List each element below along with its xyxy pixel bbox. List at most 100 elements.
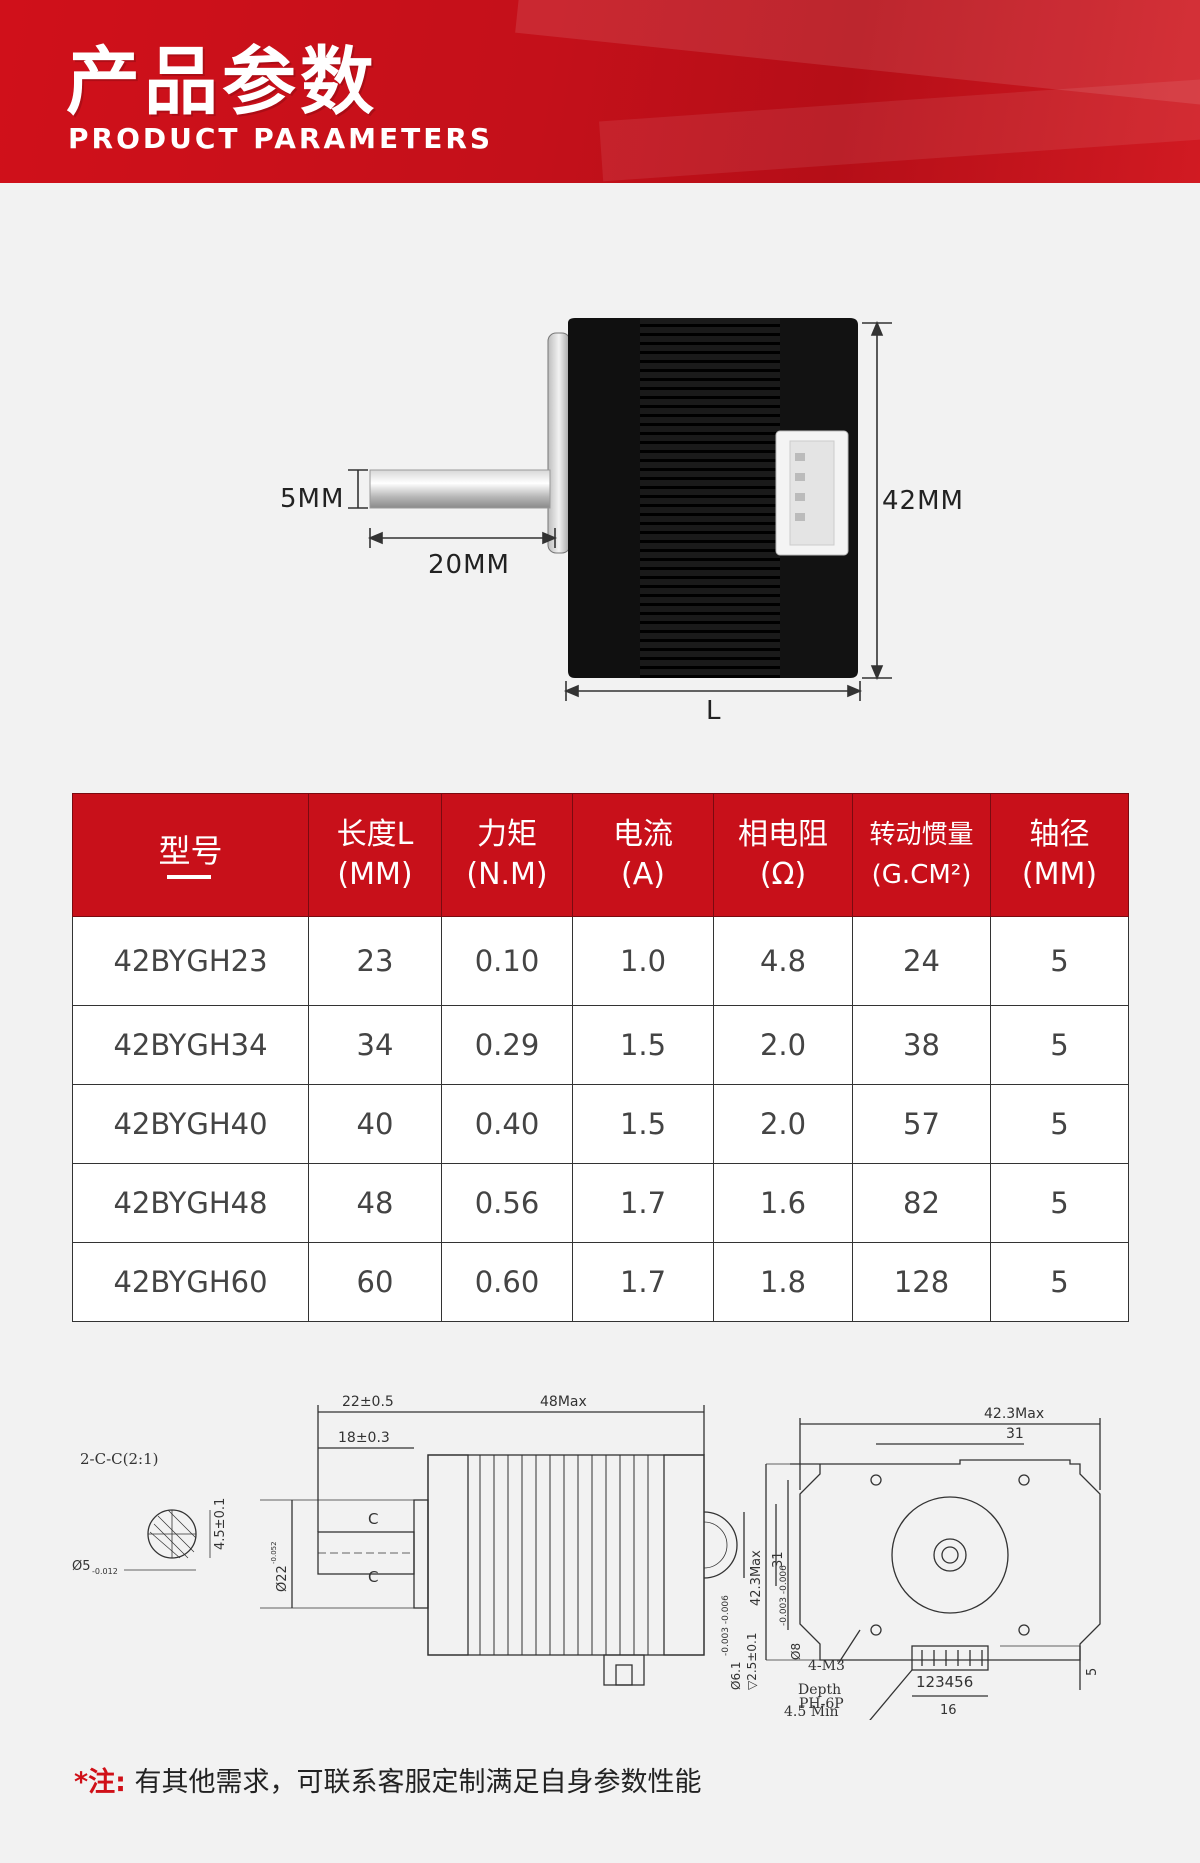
section-flat: 4.5±0.1	[213, 1498, 228, 1550]
page-subtitle: PRODUCT PARAMETERS	[68, 122, 494, 155]
cell-resistance: 1.6	[713, 1163, 853, 1243]
connector-width: 16	[940, 1703, 957, 1718]
side-hole-tol: -0.003 -0.006	[721, 1595, 731, 1656]
cell-model: 42BYGH60	[72, 1242, 309, 1322]
side-boss-tol: -0.052	[270, 1541, 278, 1564]
cell-model: 42BYGH34	[72, 1005, 309, 1085]
motor-height-label: 42MM	[882, 486, 964, 516]
spec-table: 型号 长度L (MM) 力矩(N.M) 电流 (A) 相电阻 (Ω) 转动惯量(G.C…	[72, 793, 1129, 1322]
table-row: 42BYGH34 34 0.29 1.5 2.0 38 5	[72, 1005, 1129, 1085]
header-current: 电流 (A)	[572, 793, 714, 917]
header-banner: 产品参数 PRODUCT PARAMETERS	[0, 0, 1200, 183]
cell-inertia: 128	[852, 1242, 991, 1322]
header-torque: 力矩(N.M)	[441, 793, 573, 917]
motor-shaft	[369, 469, 551, 509]
table-header-row: 型号 长度L (MM) 力矩(N.M) 电流 (A) 相电阻 (Ω) 转动惯量(G.C…	[72, 793, 1129, 917]
technical-drawing: 2-C-C(2:1) Ø5 -0.012 4.5±0.1 22±0.5 48Ma…	[72, 1394, 1101, 1720]
cell-shaft: 5	[990, 1242, 1129, 1322]
header-label: 轴径	[1029, 817, 1090, 852]
cell-inertia: 57	[852, 1084, 991, 1164]
section-shaft-dia: Ø5	[72, 1559, 91, 1574]
side-shaft-length: 22±0.5	[342, 1394, 394, 1410]
connector-type: PH-6P	[799, 1696, 844, 1712]
side-hole-depth: ▽2.5±0.1	[745, 1633, 759, 1690]
header-unit: (MM)	[337, 857, 413, 892]
header-unit: (MM)	[1021, 857, 1098, 892]
cell-torque: 0.10	[441, 916, 573, 1006]
motor-front-cap	[568, 318, 640, 678]
side-bore-dia: Ø8	[789, 1643, 803, 1660]
table-row: 42BYGH40 40 0.40 1.5 2.0 57 5	[72, 1084, 1129, 1164]
front-hole-spacing: 31	[1006, 1426, 1024, 1442]
cell-inertia: 82	[852, 1163, 991, 1243]
header-unit: (A)	[621, 857, 665, 892]
shaft-length-label: 20MM	[428, 550, 510, 580]
side-body	[427, 1454, 705, 1656]
cell-shaft: 5	[990, 1005, 1129, 1085]
header-unit: (N.M)	[466, 857, 548, 892]
front-height-max: 42.3Max	[749, 1550, 764, 1606]
cell-torque: 0.56	[441, 1163, 573, 1243]
header-label: 长度L	[336, 817, 414, 852]
shaft-diameter-label: 5MM	[280, 484, 345, 514]
cell-resistance: 2.0	[713, 1084, 853, 1164]
header-unit: (Ω)	[759, 857, 807, 892]
cell-current: 1.5	[572, 1084, 714, 1164]
cell-length: 23	[308, 916, 442, 1006]
cell-current: 1.7	[572, 1163, 714, 1243]
cell-torque: 0.40	[441, 1084, 573, 1164]
cell-inertia: 38	[852, 1005, 991, 1085]
side-hole-dia: Ø6.1	[729, 1661, 743, 1690]
cell-model: 42BYGH40	[72, 1084, 309, 1164]
screw-depth: Depth	[798, 1682, 841, 1698]
front-boss-circle	[891, 1496, 1009, 1614]
motor-stator	[640, 318, 780, 678]
side-flat-length: 18±0.3	[338, 1430, 390, 1446]
motor-illustration	[348, 318, 892, 701]
cell-length: 48	[308, 1163, 442, 1243]
cell-torque: 0.29	[441, 1005, 573, 1085]
header-label: 电流	[613, 817, 673, 852]
cell-torque: 0.60	[441, 1242, 573, 1322]
header-inertia: 转动惯量(G.CM²)	[852, 793, 991, 917]
front-hole-spacing-v: 31	[771, 1551, 786, 1568]
cut-c-top: C	[368, 1510, 378, 1528]
cell-resistance: 2.0	[713, 1005, 853, 1085]
cell-model: 42BYGH48	[72, 1163, 309, 1243]
screw-spec: 4-M3	[808, 1658, 845, 1674]
cell-inertia: 24	[852, 916, 991, 1006]
header-label: 型号	[158, 832, 223, 870]
connector-pins: 123456	[916, 1673, 973, 1691]
cell-model: 42BYGH23	[72, 916, 309, 1006]
header-resistance: 相电阻 (Ω)	[713, 793, 853, 917]
cell-shaft: 5	[990, 1163, 1129, 1243]
page-title: 产品参数	[66, 39, 378, 125]
cell-resistance: 1.8	[713, 1242, 853, 1322]
side-boss-dia: Ø22	[275, 1565, 290, 1592]
section-label: 2-C-C(2:1)	[80, 1450, 158, 1468]
cell-current: 1.5	[572, 1005, 714, 1085]
section-shaft-tol: -0.012	[92, 1567, 118, 1576]
header-length: 长度L (MM)	[308, 793, 442, 917]
table-row: 42BYGH23 23 0.10 1.0 4.8 24 5	[72, 916, 1129, 1006]
cell-resistance: 4.8	[713, 916, 853, 1006]
table-row: 42BYGH48 48 0.56 1.7 1.6 82 5	[72, 1163, 1129, 1243]
body-length-label: L	[706, 696, 722, 726]
header-model: 型号	[72, 793, 309, 917]
cut-c-bottom: C	[368, 1568, 378, 1586]
cell-current: 1.7	[572, 1242, 714, 1322]
header-label: 相电阻	[738, 817, 828, 852]
cell-length: 34	[308, 1005, 442, 1085]
header-shaft: 轴径 (MM)	[990, 793, 1129, 917]
dimension-lines	[348, 320, 892, 701]
front-view-outline	[790, 1459, 1101, 1661]
header-underline	[166, 875, 211, 879]
motor-front-flange	[547, 332, 571, 554]
note-text: 有其他需求，可联系客服定制满足自身参数性能	[134, 1767, 702, 1798]
front-width-max: 42.3Max	[984, 1406, 1044, 1422]
cell-length: 60	[308, 1242, 442, 1322]
footer-note: *注: 有其他需求，可联系客服定制满足自身参数性能	[74, 1760, 702, 1799]
table-row: 42BYGH60 60 0.60 1.7 1.8 128 5	[72, 1242, 1129, 1322]
front-connector-offset: 5	[1085, 1668, 1100, 1676]
